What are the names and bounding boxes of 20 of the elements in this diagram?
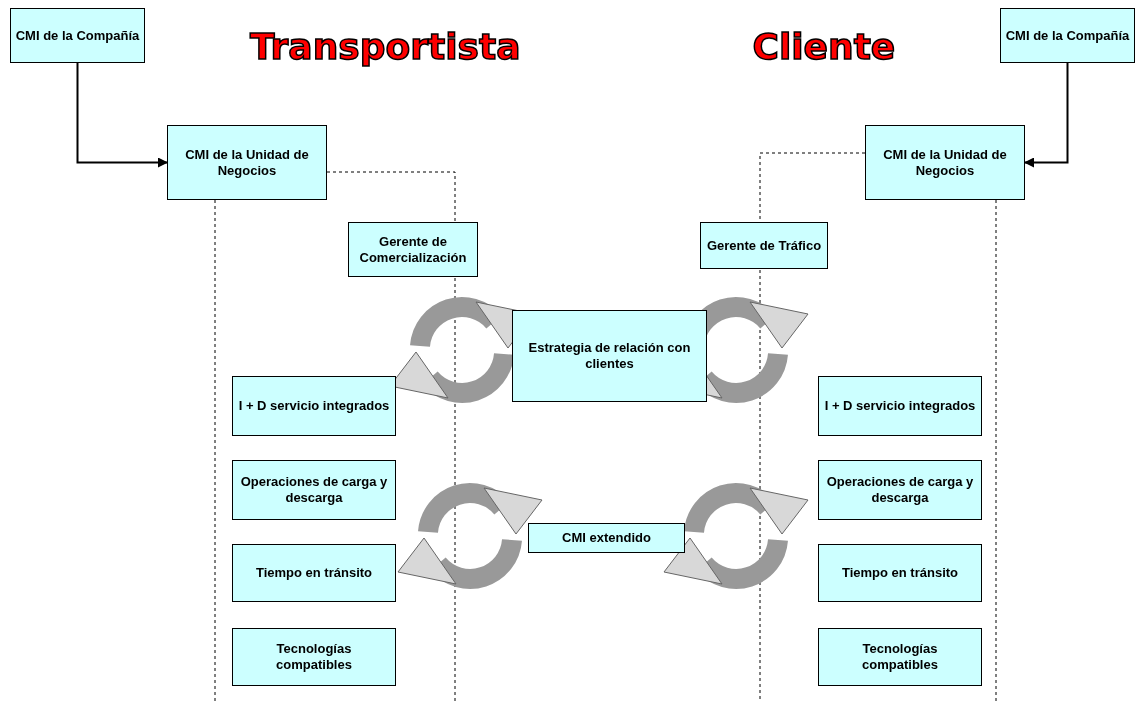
- arrow: [1024, 62, 1069, 168]
- text-box: CMI extendido: [528, 523, 685, 553]
- text-box: Gerente de Tráfico: [700, 222, 828, 269]
- arrow: [76, 62, 168, 168]
- column-heading: Cliente: [752, 27, 896, 67]
- text-box: Tecnologías compatibles: [232, 628, 396, 686]
- text-box: Gerente de Comercialización: [348, 222, 478, 277]
- text-box: I + D servicio integrados: [818, 376, 982, 436]
- column-heading: Transportista: [250, 27, 521, 67]
- text-box: Operaciones de carga y descarga: [818, 460, 982, 520]
- text-box: Estrategia de relación con clientes: [512, 310, 707, 402]
- text-box: I + D servicio integrados: [232, 376, 396, 436]
- text-box: CMI de la Unidad de Negocios: [167, 125, 327, 200]
- text-box: Tecnologías compatibles: [818, 628, 982, 686]
- text-box: CMI de la Compañía: [10, 8, 145, 63]
- text-box: Operaciones de carga y descarga: [232, 460, 396, 520]
- text-box: CMI de la Unidad de Negocios: [865, 125, 1025, 200]
- text-box: CMI de la Compañía: [1000, 8, 1135, 63]
- text-box: Tiempo en tránsito: [232, 544, 396, 602]
- text-box: Tiempo en tránsito: [818, 544, 982, 602]
